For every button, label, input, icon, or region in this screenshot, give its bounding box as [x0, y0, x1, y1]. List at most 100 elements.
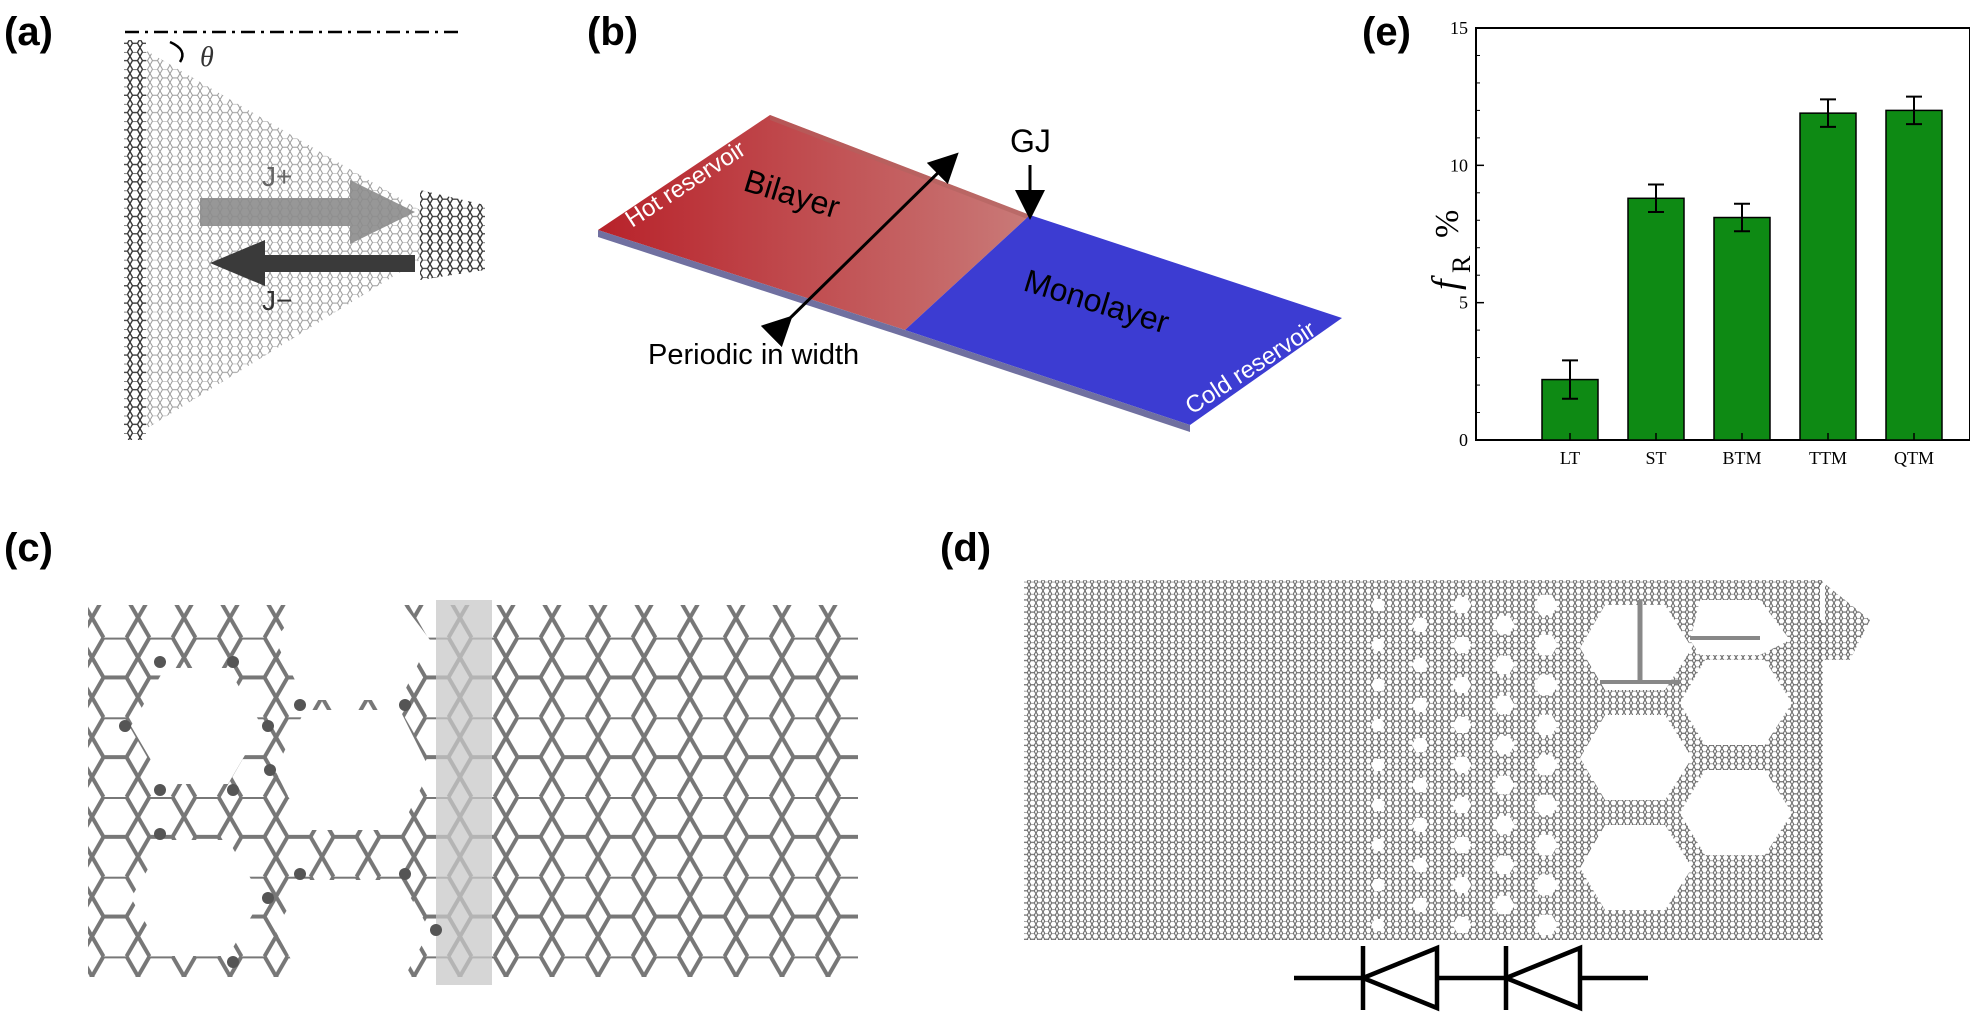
small-hole	[1371, 798, 1385, 812]
small-hole	[1493, 895, 1515, 915]
small-hole	[1371, 678, 1385, 692]
panel-d	[1024, 580, 1870, 1012]
small-hole	[1371, 758, 1385, 772]
y-axis-label: f R %	[1425, 210, 1476, 290]
small-hole	[1534, 754, 1558, 776]
backward-flux-arrow	[210, 240, 415, 286]
defect-region	[275, 880, 430, 985]
junction-interface-band	[436, 600, 492, 985]
y-tick-label-0: 0	[1459, 430, 1468, 450]
y-tick-label-10: 10	[1450, 155, 1468, 175]
y-axis-label-main: f	[1425, 275, 1467, 290]
small-hole	[1493, 695, 1515, 715]
defect-region	[131, 668, 262, 784]
small-hole	[1411, 897, 1429, 913]
x-tick-label-btm: BTM	[1722, 448, 1761, 468]
y-axis-label-unit: %	[1429, 210, 1466, 238]
theta-label: θ	[200, 42, 214, 73]
defect-region	[275, 600, 430, 700]
x-ticks: LT ST BTM TTM QTM	[1560, 433, 1934, 468]
defect-region	[131, 840, 262, 956]
small-hole	[1411, 777, 1429, 793]
small-hole	[1493, 855, 1515, 875]
panel-a-label: (a)	[4, 10, 53, 54]
panel-d-label: (d)	[940, 526, 992, 570]
small-hole	[1452, 756, 1472, 774]
small-hole	[1371, 918, 1385, 932]
small-hole	[1371, 598, 1385, 612]
small-hole	[1371, 718, 1385, 732]
j-plus-label: J+	[262, 161, 292, 192]
x-tick-label-qtm: QTM	[1894, 448, 1934, 468]
y-ticks: 0 5 10 15	[1450, 18, 1484, 450]
panel-e-label: (e)	[1362, 10, 1411, 54]
diode-symbols	[1294, 944, 1648, 1012]
small-hole	[1534, 674, 1558, 696]
panel-b-label: (b)	[587, 10, 639, 54]
error-bar-lt	[1562, 359, 1578, 400]
small-hole	[1411, 737, 1429, 753]
small-hole	[1493, 615, 1515, 635]
small-hole	[1452, 636, 1472, 654]
small-hole	[1534, 914, 1558, 936]
panel-c-label: (c)	[4, 526, 53, 570]
periodic-label: Periodic in width	[648, 339, 859, 371]
small-hole	[1371, 878, 1385, 892]
panel-c	[88, 600, 858, 985]
bar-btm	[1713, 216, 1771, 441]
panel-b: Hot reservoir Bilayer Monolayer Cold res…	[598, 115, 1342, 432]
x-tick-label-lt: LT	[1560, 448, 1580, 468]
defect-region	[275, 710, 430, 830]
small-hole	[1411, 857, 1429, 873]
small-hole	[1534, 874, 1558, 896]
bar-st	[1627, 197, 1685, 441]
small-hole	[1452, 796, 1472, 814]
error-bar-qtm	[1906, 95, 1922, 126]
small-hole	[1411, 657, 1429, 673]
x-tick-label-ttm: TTM	[1809, 448, 1847, 468]
large-holes	[1580, 585, 1825, 910]
triangle-tip-dark	[420, 190, 485, 280]
small-hole	[1493, 775, 1515, 795]
small-hole	[1493, 735, 1515, 755]
small-hole	[1371, 838, 1385, 852]
small-hole	[1411, 617, 1429, 633]
y-tick-label-5: 5	[1459, 293, 1468, 313]
small-hole	[1411, 697, 1429, 713]
small-hole	[1534, 594, 1558, 616]
small-hole	[1452, 836, 1472, 854]
y-tick-label-15: 15	[1450, 18, 1468, 38]
panel-a: θ J+ J−	[124, 30, 485, 440]
small-hole	[1534, 714, 1558, 736]
triangle-lattice	[128, 40, 420, 440]
forward-flux-arrow	[200, 180, 415, 244]
error-bar-st	[1648, 183, 1664, 214]
small-hole	[1452, 916, 1472, 934]
triangle-edge-dark	[124, 40, 146, 440]
angle-arc	[169, 40, 184, 63]
j-minus-label: J−	[262, 285, 292, 316]
x-tick-label-st: ST	[1645, 448, 1666, 468]
periodic-width-arrow	[760, 152, 959, 348]
small-hole	[1411, 817, 1429, 833]
small-holes	[1371, 594, 1558, 936]
bar-group	[1541, 95, 1943, 441]
y-axis-label-sub: R	[1447, 255, 1476, 273]
bar-ttm	[1799, 112, 1857, 441]
small-hole	[1452, 716, 1472, 734]
monolayer-sheet	[905, 215, 1342, 425]
small-hole	[1493, 815, 1515, 835]
gj-label: GJ	[1010, 123, 1051, 159]
error-bar-ttm	[1820, 98, 1836, 128]
small-hole	[1534, 794, 1558, 816]
small-hole	[1493, 655, 1515, 675]
small-hole	[1371, 638, 1385, 652]
bar-qtm	[1885, 109, 1943, 441]
panel-e-chart: 0 5 10 15 LT ST BTM TTM QTM f R %	[1425, 18, 1970, 468]
small-hole	[1452, 876, 1472, 894]
small-hole	[1452, 676, 1472, 694]
small-hole	[1534, 634, 1558, 656]
small-hole	[1452, 596, 1472, 614]
error-bar-btm	[1734, 202, 1750, 233]
